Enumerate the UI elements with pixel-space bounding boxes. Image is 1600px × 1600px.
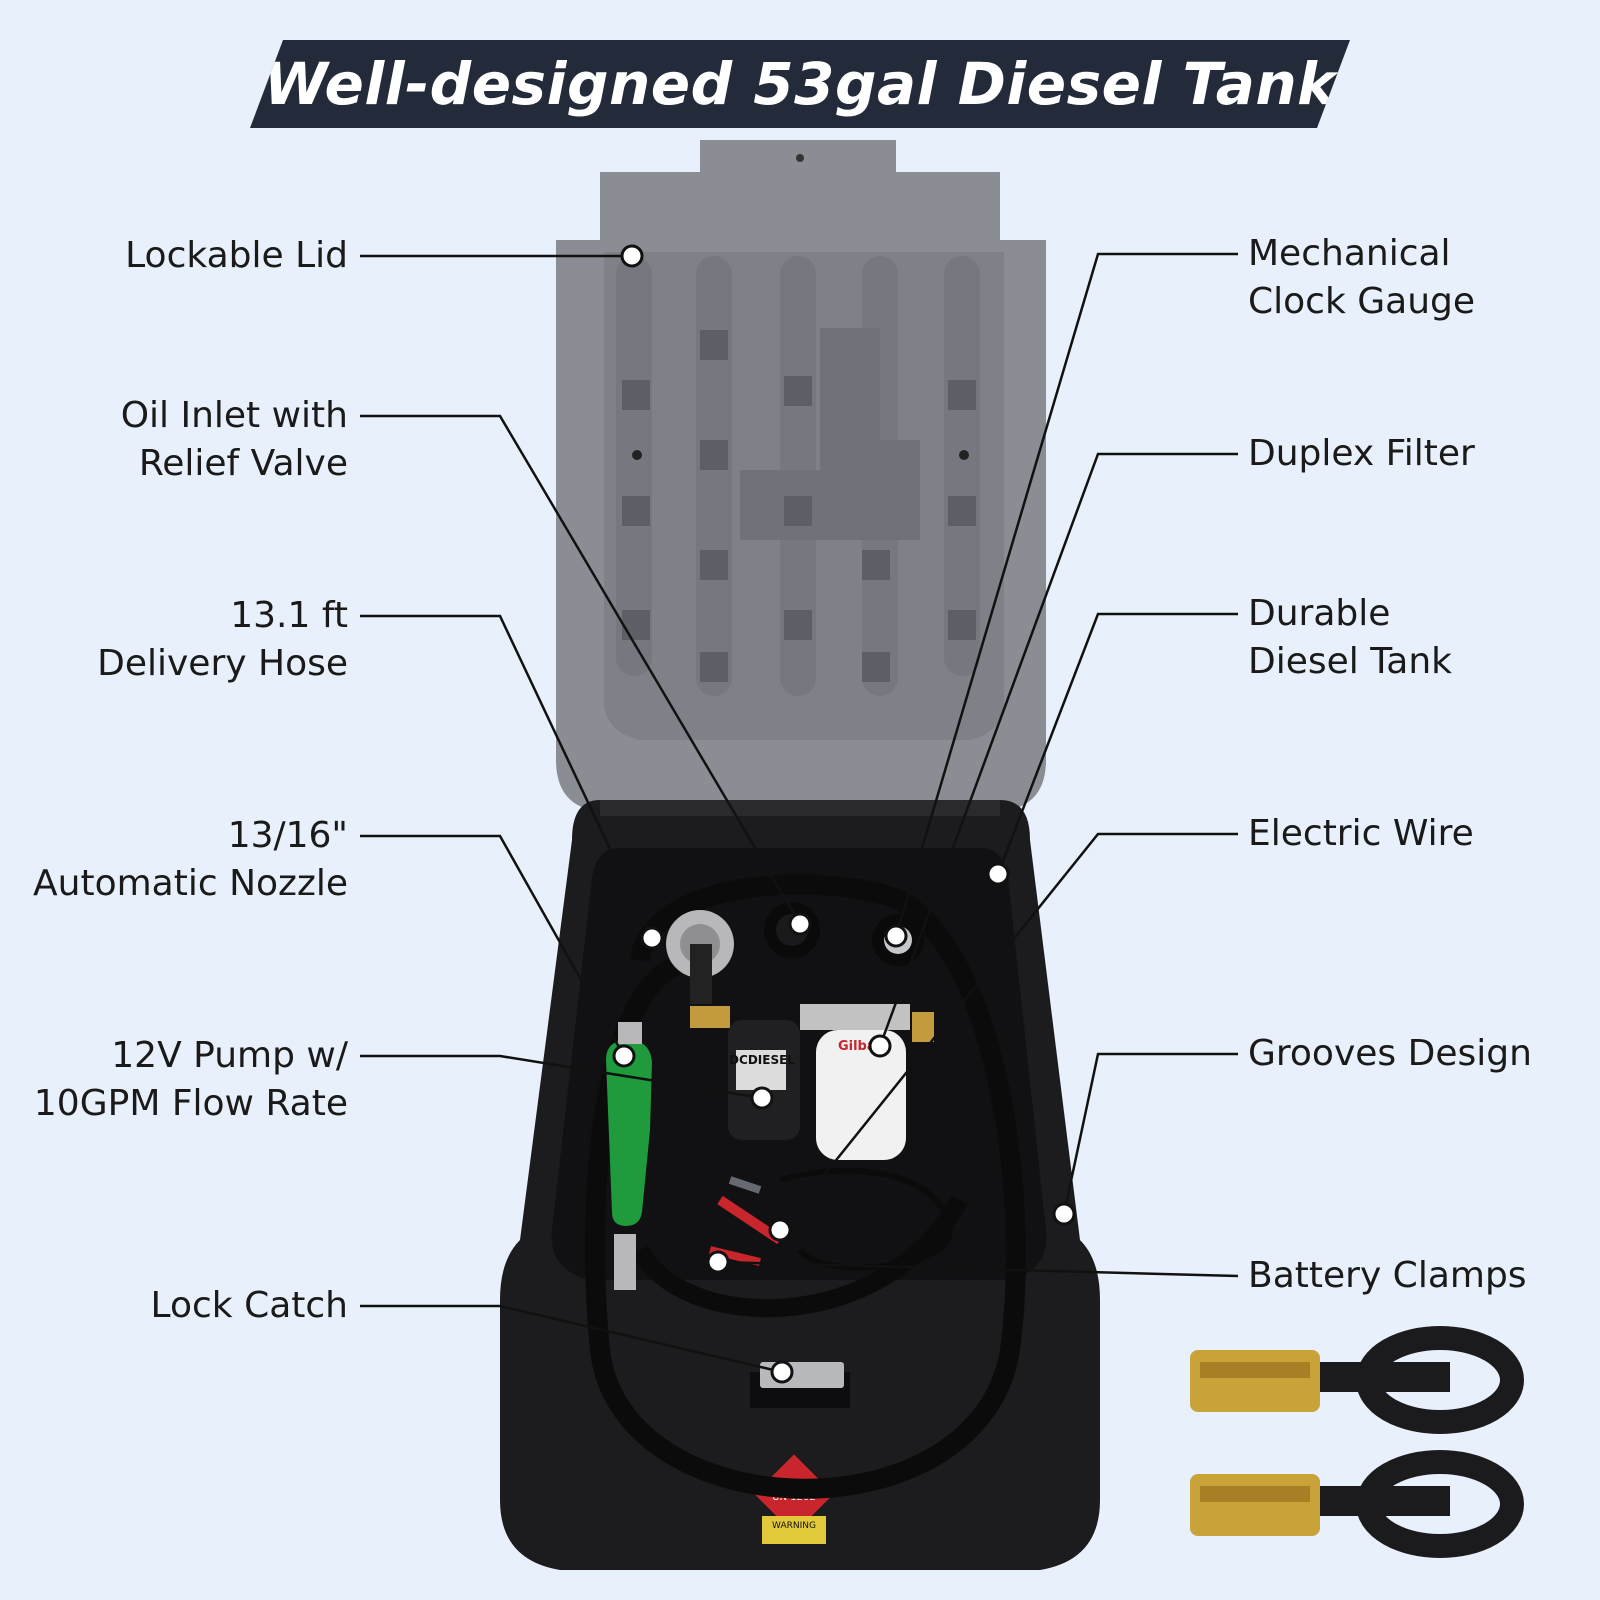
label-duplex-filter: Duplex Filter [1248, 433, 1475, 474]
label-electric-wire: Electric Wire [1248, 813, 1474, 854]
label-automatic-nozzle: 13/16" Automatic Nozzle [33, 815, 348, 904]
label-grooves-design: Grooves Design [1248, 1033, 1532, 1074]
leader-electric-wire [779, 832, 1238, 1231]
label-delivery-hose: 13.1 ft Delivery Hose [97, 595, 348, 684]
lockable-lid [556, 140, 1046, 812]
svg-text:WARNING: WARNING [772, 1521, 816, 1531]
label-lock-catch: Lock Catch [150, 1285, 348, 1326]
leader-nozzle [360, 834, 626, 1057]
leader-oil-inlet [360, 414, 802, 925]
label-lockable-lid: Lockable Lid [125, 235, 348, 276]
leader-grooves [1062, 1052, 1238, 1215]
leader-delivery-hose [360, 614, 654, 939]
leader-duplex-filter [878, 452, 1238, 1047]
battery-clamp-black [728, 1176, 762, 1194]
title-banner: Well-designed 53gal Diesel Tank [250, 40, 1350, 128]
automatic-nozzle [606, 1022, 652, 1290]
duplex-filter [816, 1030, 906, 1160]
callout-dots [612, 244, 1076, 1384]
leader-clock-gauge [894, 252, 1238, 937]
banner-title: Well-designed 53gal Diesel Tank [263, 50, 1337, 118]
ratchet-strap-2 [1190, 1450, 1524, 1558]
label-battery-clamps: Battery Clamps [1248, 1255, 1527, 1296]
delivery-hose [584, 874, 1026, 1499]
ratchet-strap-1 [1190, 1326, 1524, 1434]
label-clock-gauge: Mechanical Clock Gauge [1248, 233, 1476, 322]
label-durable-tank: Durable Diesel Tank [1248, 593, 1452, 682]
leader-battery-clamps [717, 1260, 1239, 1278]
label-pump: 12V Pump w/ 10GPM Flow Rate [33, 1035, 348, 1124]
leader-durable-tank [996, 612, 1238, 875]
svg-text:DCDIESEL: DCDIESEL [729, 1053, 795, 1067]
leader-pump [360, 1054, 763, 1100]
label-oil-inlet: Oil Inlet with Relief Valve [120, 395, 348, 484]
leader-lock-catch [360, 1304, 783, 1374]
warning-sticker: WARNING [762, 1516, 826, 1544]
callout-lines [360, 252, 1239, 1374]
